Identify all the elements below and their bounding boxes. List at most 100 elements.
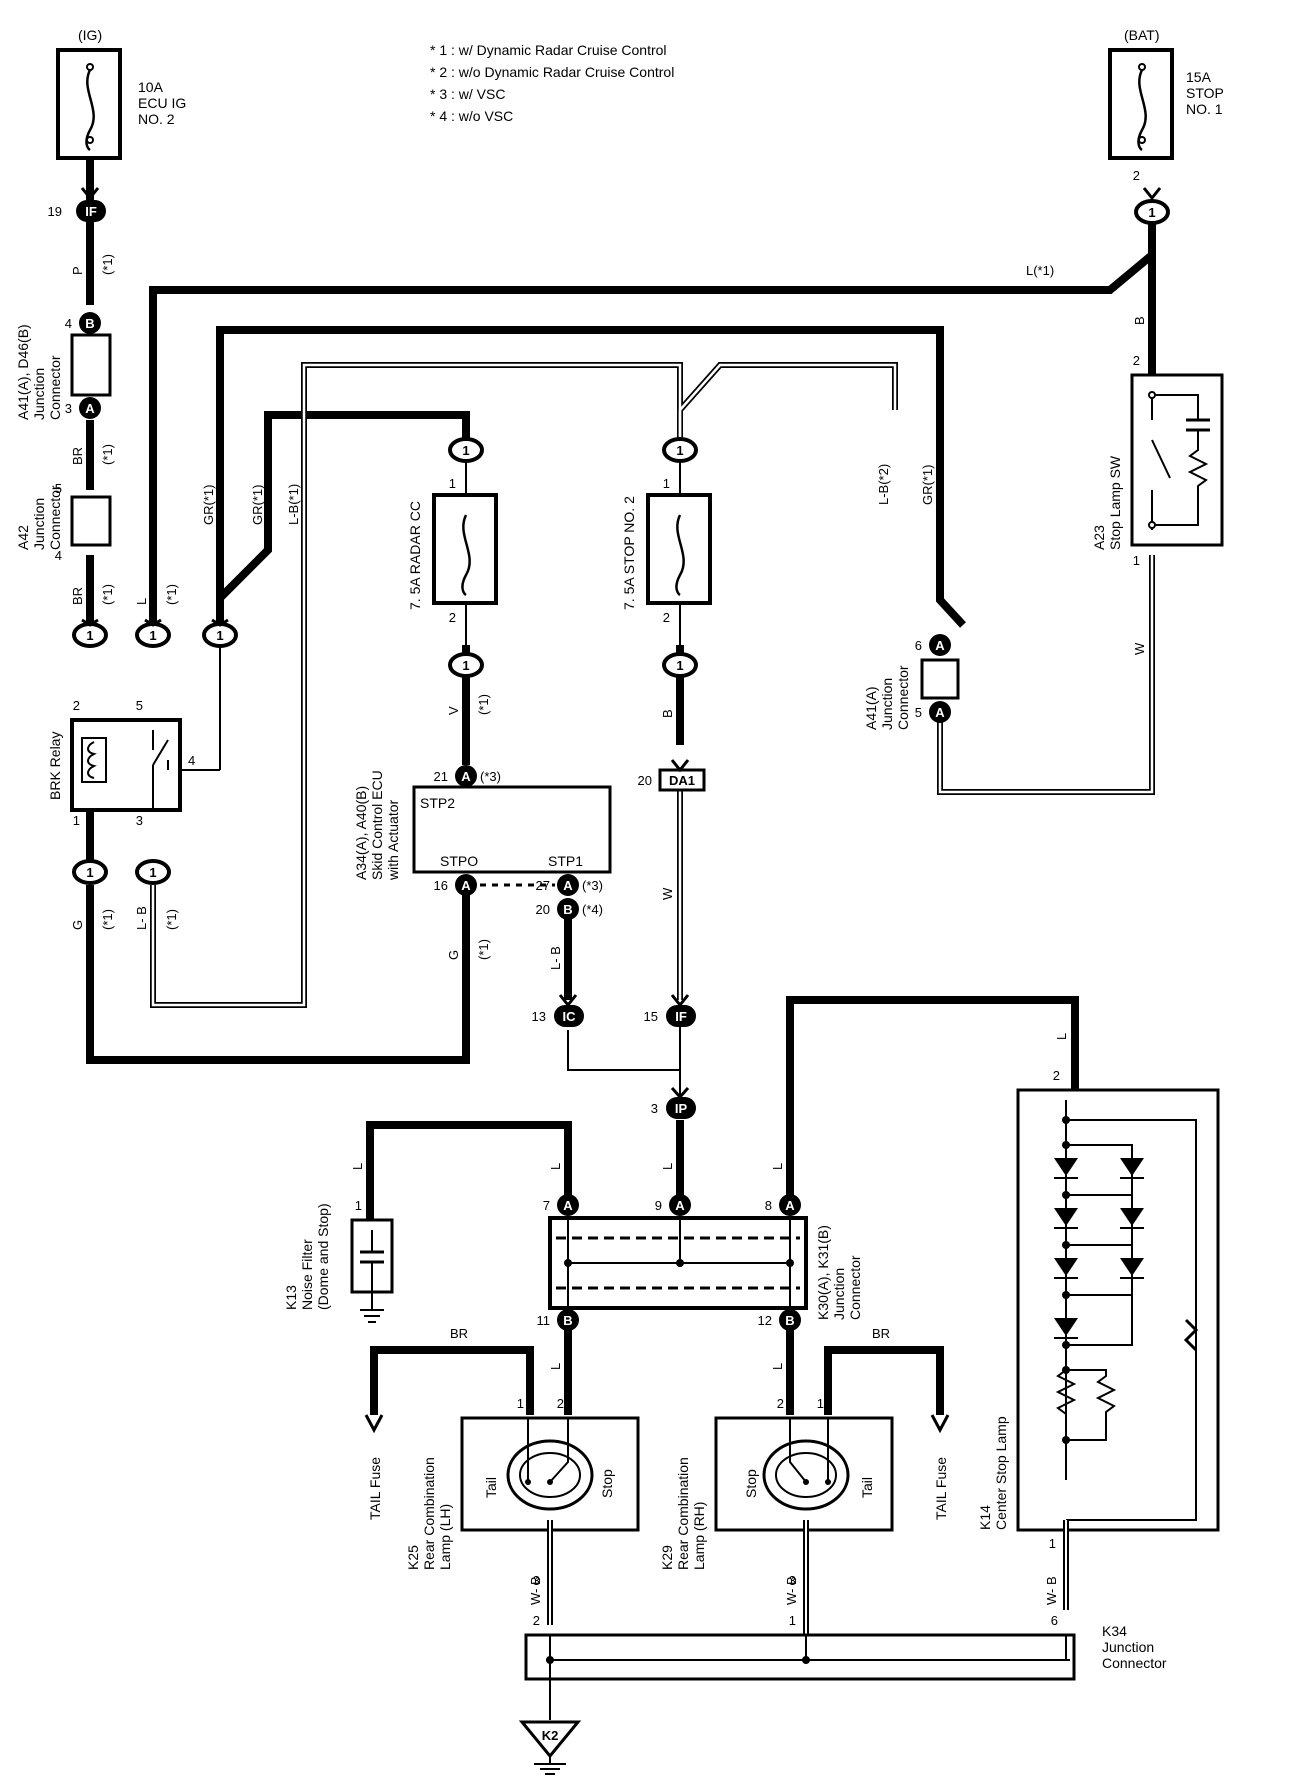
switch-name-1: A23 bbox=[1091, 525, 1107, 550]
switch-name-2: Stop Lamp SW bbox=[1107, 455, 1123, 550]
k34-name-3: Connector bbox=[1102, 1655, 1167, 1671]
led-array bbox=[1054, 1116, 1199, 1480]
connector-a: A bbox=[461, 878, 471, 893]
switch-contact-icon bbox=[152, 739, 169, 766]
wire-star1: (*1) bbox=[100, 584, 115, 605]
wire-lb: L- B bbox=[548, 946, 563, 970]
note-3: * 3 : w/ VSC bbox=[430, 86, 505, 102]
left-labels: A41(A), D46(B) Junction Connector A42 Ju… bbox=[15, 324, 911, 730]
a41d46-name-1: A41(A), D46(B) bbox=[15, 324, 31, 420]
wire-gr-star1: GR(*1) bbox=[920, 465, 935, 505]
a41a-name-1: A41(A) bbox=[863, 686, 879, 730]
arrow-down-icon bbox=[670, 1087, 690, 1100]
pin-4: 4 bbox=[55, 548, 62, 563]
relay-name: BRK Relay bbox=[47, 732, 63, 800]
connector-a: A bbox=[461, 769, 471, 784]
stop2-fuse-label: 7. 5A STOP NO. 2 bbox=[621, 496, 637, 610]
led-icon bbox=[1054, 1258, 1078, 1276]
pin-6: 6 bbox=[915, 638, 922, 653]
pin-20: 20 bbox=[638, 773, 652, 788]
note-2: * 2 : w/o Dynamic Radar Cruise Control bbox=[430, 64, 674, 80]
ecu-stp1: STP1 bbox=[548, 853, 583, 869]
thick-wires bbox=[86, 158, 1156, 1415]
ecu-stpo: STPO bbox=[440, 853, 478, 869]
arrow-down-icon bbox=[211, 618, 229, 627]
arrow-down-icon bbox=[144, 618, 162, 627]
thin-wires bbox=[168, 645, 681, 1095]
a42-name-3: Connector bbox=[47, 485, 63, 550]
connector-a: A bbox=[785, 1198, 795, 1213]
wire-b: B bbox=[1132, 316, 1147, 325]
noise-filter-name-1: K13 bbox=[283, 1285, 299, 1310]
resistor-icon bbox=[1066, 1369, 1117, 1441]
skid-control-ecu: STP2 STPO STP1 A34(A), A40(B) Skid Contr… bbox=[353, 770, 612, 887]
pin-2: 2 bbox=[1053, 1068, 1060, 1083]
wire-lb: L- B bbox=[134, 906, 149, 930]
bulb-icon bbox=[506, 1439, 594, 1511]
radar-fuse-label: 7. 5A RADAR CC bbox=[407, 501, 423, 610]
ig-name-2: NO. 2 bbox=[138, 111, 175, 127]
connector-if: IF bbox=[675, 1009, 687, 1024]
wire-star1: (*1) bbox=[100, 909, 115, 930]
pin-20: 20 bbox=[536, 902, 550, 917]
wire-w: W bbox=[660, 887, 675, 900]
pin-1: 1 bbox=[517, 1396, 524, 1411]
wire-v: V bbox=[446, 706, 461, 715]
rh-tail: Tail bbox=[859, 1477, 875, 1498]
wire-g: G bbox=[446, 950, 461, 960]
fuse-link-icon bbox=[85, 69, 95, 152]
wire-l: L bbox=[770, 1163, 785, 1170]
wire-lb-star1: L-B(*1) bbox=[286, 484, 301, 525]
switch-contact-icon bbox=[1151, 439, 1171, 479]
pin-3: 3 bbox=[789, 1573, 796, 1588]
pin-3: 3 bbox=[533, 1573, 540, 1588]
wire-star1: (*1) bbox=[476, 694, 491, 715]
connector-b: B bbox=[785, 1313, 794, 1328]
connector-b: B bbox=[563, 902, 572, 917]
k30-name-3: Connector bbox=[847, 1255, 863, 1320]
ground-label: K2 bbox=[542, 1728, 559, 1743]
wire-br: BR bbox=[70, 587, 85, 605]
pin-1: 1 bbox=[1133, 553, 1140, 568]
tail-fuse-rh-label: TAIL Fuse bbox=[933, 1457, 949, 1520]
connector-b: B bbox=[563, 1313, 572, 1328]
led-icon bbox=[1120, 1208, 1144, 1226]
a42-name-1: A42 bbox=[15, 525, 31, 550]
k29-rear-combination-lamp-rh: 2 1 Stop Tail K29 Rear Combination Lamp … bbox=[659, 1396, 894, 1570]
tail-fuse-lh-label: TAIL Fuse bbox=[367, 1457, 383, 1520]
wire-star1: (*1) bbox=[100, 444, 115, 465]
resistor-icon bbox=[1152, 430, 1209, 526]
connector-1: 1 bbox=[676, 658, 683, 673]
arrow-down-icon bbox=[930, 1414, 950, 1434]
wire-color-labels: P (*1) BR (*1) BR (*1) L (*1) GR(*1) GR(… bbox=[70, 254, 1147, 1605]
pin-3: 3 bbox=[65, 401, 72, 416]
pin-16: 16 bbox=[434, 878, 448, 893]
relay-pin-5: 5 bbox=[136, 698, 143, 713]
pin-9: 9 bbox=[655, 1198, 662, 1213]
fuse-link-icon bbox=[675, 514, 685, 597]
arrow-down-icon bbox=[364, 1414, 384, 1434]
connector-a: A bbox=[935, 638, 945, 653]
k14-center-stop-lamp: 2 1 K14 Center Stop Lamp bbox=[977, 1068, 1220, 1551]
k30-k31-junction-connector: K30(A), K31(B) Junction Connector bbox=[548, 1216, 863, 1320]
pin-1: 1 bbox=[1049, 1536, 1056, 1551]
wire-l: L bbox=[350, 1163, 365, 1170]
wire-wb: W- B bbox=[528, 1576, 543, 1605]
wire-br: BR bbox=[450, 1326, 468, 1341]
rh-name-1: K29 bbox=[659, 1545, 675, 1570]
k25-rear-combination-lamp-lh: 1 2 Tail Stop K25 Rear Combination Lamp … bbox=[405, 1396, 640, 1570]
fuse-ecu-ig-no2: (IG) 10A ECU IG NO. 2 bbox=[56, 27, 186, 160]
lh-name-3: Lamp (LH) bbox=[437, 1504, 453, 1570]
wire-b: B bbox=[660, 709, 675, 718]
diode-icon bbox=[1054, 1318, 1078, 1336]
tag-star3: (*3) bbox=[582, 878, 603, 893]
k34-junction-connector: K34 Junction Connector bbox=[524, 1623, 1167, 1720]
bat-rating: 15A bbox=[1186, 69, 1212, 85]
ecu-name-2: Skid Control ECU bbox=[369, 770, 385, 880]
fuse-radar-cc: 1 2 7. 5A RADAR CC bbox=[407, 462, 498, 654]
connector-1: 1 bbox=[149, 865, 156, 880]
pin-2: 2 bbox=[557, 1396, 564, 1411]
lh-stop: Stop bbox=[599, 1469, 615, 1498]
zener-icon bbox=[1183, 1318, 1199, 1352]
ecu-stp2: STP2 bbox=[420, 795, 455, 811]
